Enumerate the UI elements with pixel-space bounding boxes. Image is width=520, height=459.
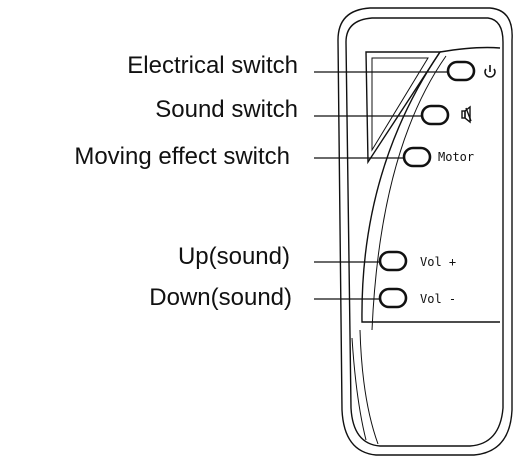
label-down-sound: Down(sound) [149, 284, 292, 311]
vol-down-label: Vol - [420, 292, 456, 306]
remote-outer-body [337, 7, 513, 456]
label-up-sound: Up(sound) [177, 243, 290, 270]
moving-effect-switch-button[interactable] [402, 146, 432, 168]
sound-switch-button[interactable] [420, 104, 450, 126]
speaker-mute-icon [461, 105, 472, 124]
remote-top-panel [365, 51, 442, 165]
label-sound-switch: Sound switch [155, 96, 298, 123]
vol-down-button[interactable] [378, 287, 408, 309]
remote-inner-body [345, 17, 504, 447]
vol-up-button[interactable] [378, 250, 408, 272]
vol-up-label: Vol + [420, 255, 456, 269]
electrical-switch-button[interactable] [446, 60, 476, 82]
motor-label: Motor [438, 150, 474, 164]
label-moving-effect-switch: Moving effect switch [74, 143, 290, 170]
label-electrical-switch: Electrical switch [127, 52, 298, 79]
remote-panel-curve [361, 46, 501, 323]
power-icon [484, 65, 496, 78]
